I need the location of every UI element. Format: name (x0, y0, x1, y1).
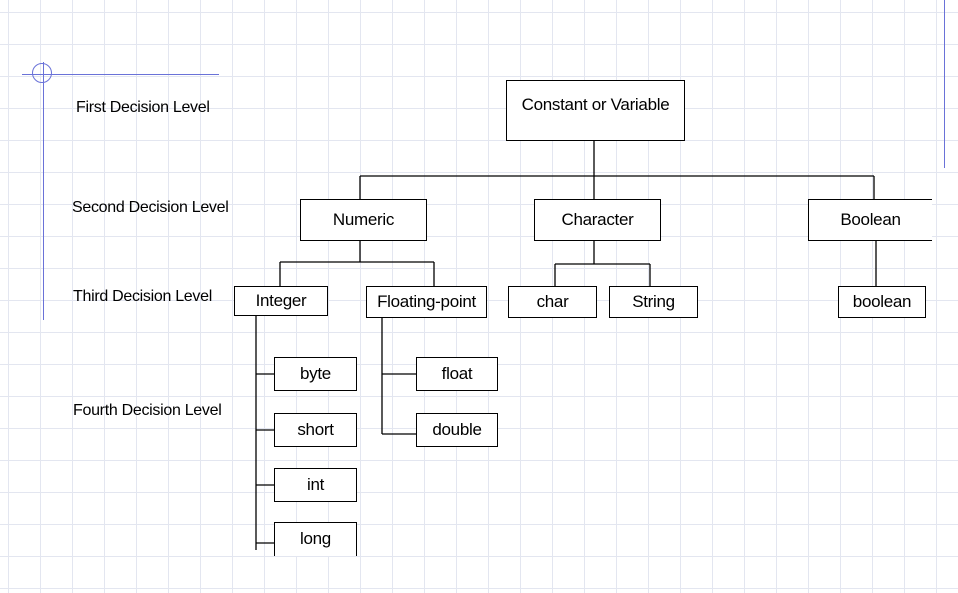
first-level-label: First Decision Level (76, 99, 210, 116)
node-long: long (274, 522, 357, 556)
node-float: float (416, 357, 498, 391)
node-character: Character (534, 199, 661, 241)
node-boolean: Boolean (808, 199, 932, 241)
node-integer: Integer (234, 286, 328, 316)
fourth-level-label: Fourth Decision Level (73, 402, 222, 419)
accent-horizontal-line (22, 74, 219, 75)
node-floating-point: Floating-point (366, 286, 487, 318)
node-double: double (416, 413, 498, 447)
second-level-label: Second Decision Level (72, 199, 229, 216)
third-level-label: Third Decision Level (73, 288, 212, 305)
accent-right-vertical-line (944, 0, 945, 168)
node-short: short (274, 413, 357, 447)
node-string: String (609, 286, 698, 318)
accent-vertical-line (43, 62, 44, 320)
node-boolean-type: boolean (838, 286, 926, 318)
node-byte: byte (274, 357, 357, 391)
accent-circle (32, 63, 52, 83)
node-char: char (508, 286, 597, 318)
node-root: Constant or Variable (506, 80, 685, 141)
node-numeric: Numeric (300, 199, 427, 241)
node-int: int (274, 468, 357, 502)
